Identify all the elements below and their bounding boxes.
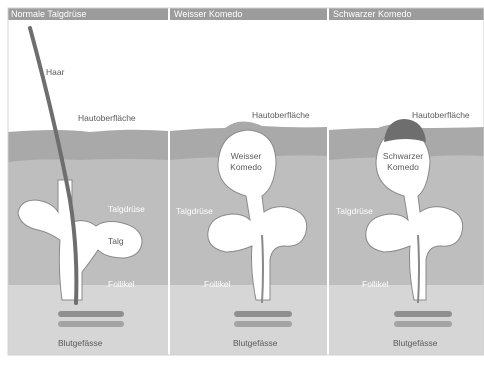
gland-label: Talgdrüse <box>336 206 373 216</box>
panel-normal-gland: Haar Hautoberfläche Talgdrüse Talg Folli… <box>8 20 168 355</box>
sebum-label: Talg <box>108 236 124 246</box>
follicle-label: Follikel <box>204 279 231 289</box>
panel-black-comedo: Hautoberfläche Schwarzer Komedo Talgdrüs… <box>329 20 484 355</box>
comedo-label-line1: Schwarzer <box>383 151 423 161</box>
panel-title-black-comedo: Schwarzer Komedo <box>333 9 412 19</box>
blood-vessel-upper <box>234 311 292 317</box>
panel-title-white-comedo: Weisser Komedo <box>174 9 242 19</box>
panel-white-comedo: Hautoberfläche Weisser Komedo Talgdrüse … <box>170 20 327 355</box>
panel-title-normal: Normale Talgdrüse <box>11 9 86 19</box>
skin-surface-label: Hautoberfläche <box>78 113 136 123</box>
skin-surface-label: Hautoberfläche <box>252 110 310 120</box>
blood-vessel-lower <box>58 321 124 327</box>
blood-vessels-label: Blutgefässe <box>393 338 438 348</box>
blood-vessels-label: Blutgefässe <box>58 338 103 348</box>
skin-surface-label: Hautoberfläche <box>412 110 470 120</box>
hair-strand <box>418 235 419 303</box>
comedo-label-line1: Weisser <box>231 151 262 161</box>
blood-vessel-lower <box>234 321 292 327</box>
comedo-label-line2: Komedo <box>387 162 419 172</box>
follicle-label: Follikel <box>108 279 135 289</box>
hair-label: Haar <box>46 67 65 77</box>
skin-surface-band <box>8 130 168 162</box>
comedo-label-line2: Komedo <box>230 162 262 172</box>
hair-strand <box>262 235 263 303</box>
blood-vessels-label: Blutgefässe <box>233 338 278 348</box>
blood-vessel-upper <box>58 311 124 317</box>
blood-vessel-lower <box>394 321 452 327</box>
gland-label: Talgdrüse <box>176 206 213 216</box>
blood-vessel-upper <box>394 311 452 317</box>
gland-label: Talgdrüse <box>108 204 145 214</box>
follicle-label: Follikel <box>362 279 389 289</box>
